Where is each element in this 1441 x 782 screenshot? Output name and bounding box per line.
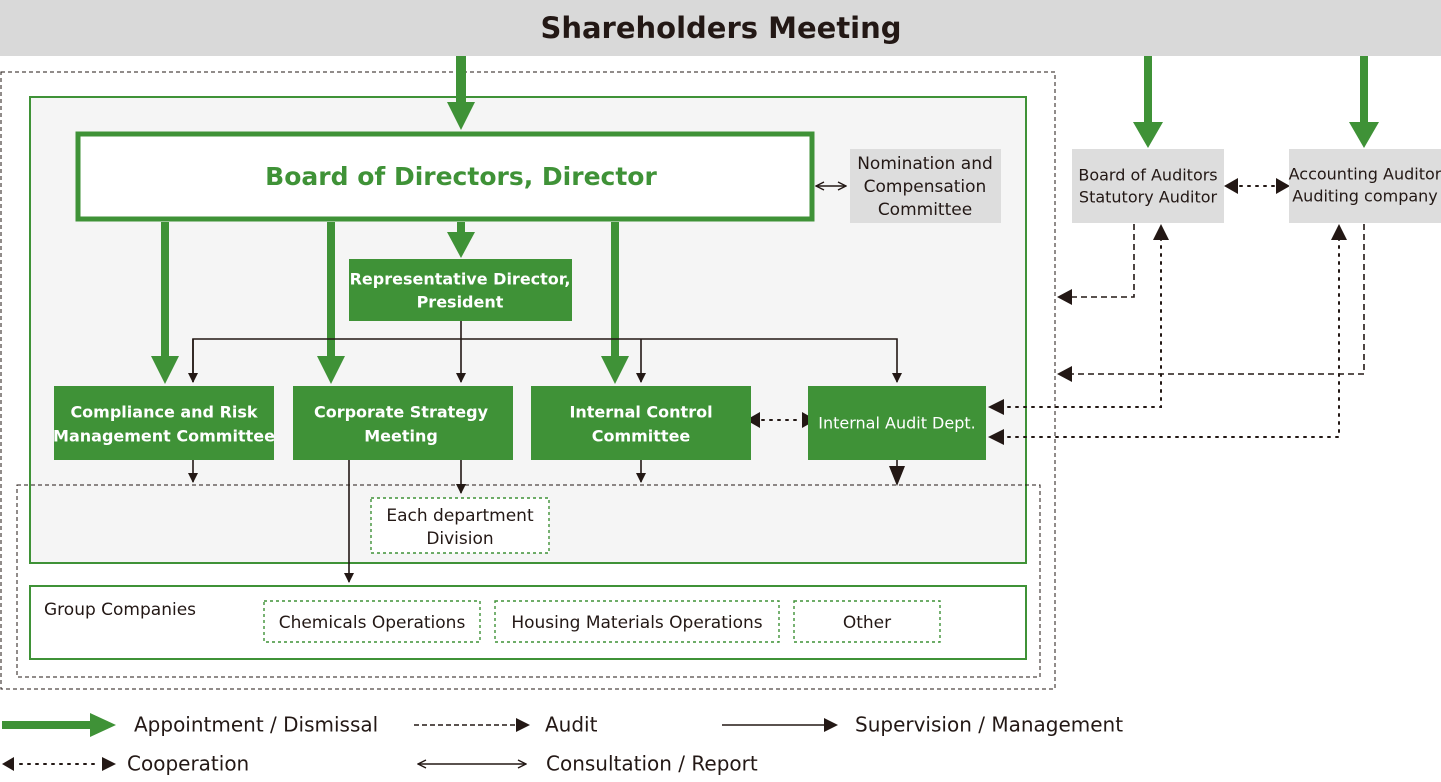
appointment-arrows	[151, 56, 1379, 384]
legend-audit-arrowhead	[516, 718, 530, 732]
internal-audit-box	[808, 386, 986, 460]
company-boundary	[0, 71, 1056, 690]
legend-audit-label: Audit	[545, 713, 598, 737]
auditors-label-2: Statutory Auditor	[1079, 188, 1218, 207]
chemicals-box	[263, 600, 481, 643]
board-of-directors-box	[75, 131, 815, 222]
housing-label: Housing Materials Operations	[511, 613, 762, 633]
strategy-label-1: Corporate Strategy	[314, 403, 489, 422]
internal-audit-label: Internal Audit Dept.	[818, 414, 975, 433]
each-department-box	[370, 497, 550, 554]
president-label-1: Representative Director,	[350, 270, 571, 289]
housing-box	[494, 600, 780, 643]
president-label-2: President	[417, 293, 504, 312]
internal-control-label-2: Committee	[592, 427, 691, 446]
legend: Appointment / Dismissal Audit Supervisio…	[2, 713, 1123, 776]
compliance-label-2: Management Committee	[53, 427, 275, 446]
legend-cooperation-arrowhead-right	[102, 757, 116, 771]
legend-supervision-label: Supervision / Management	[855, 713, 1123, 737]
compliance-committee-box	[54, 386, 274, 460]
board-of-directors-label: Board of Directors, Director	[265, 162, 657, 191]
legend-cooperation-label: Cooperation	[127, 752, 249, 776]
cooperation-arrows	[761, 185, 1340, 438]
shareholders-meeting-title: Shareholders Meeting	[540, 11, 901, 45]
nomination-label-2: Compensation	[864, 177, 987, 197]
legend-appointment-label: Appointment / Dismissal	[134, 713, 378, 737]
accounting-label-2: Auditing company	[1292, 187, 1438, 206]
internal-control-box	[531, 386, 751, 460]
group-companies-label: Group Companies	[44, 600, 196, 620]
strategy-label-2: Meeting	[364, 427, 438, 446]
shareholders-header	[0, 0, 1441, 56]
other-box	[793, 600, 941, 643]
accounting-auditor-box	[1289, 149, 1441, 223]
department-label-2: Division	[426, 529, 493, 549]
audit-scope-boundary	[16, 484, 1041, 678]
auditors-label-1: Board of Auditors	[1078, 166, 1217, 185]
board-of-auditors-box	[1072, 149, 1224, 223]
legend-appointment-arrowhead	[90, 713, 116, 737]
internal-control-label-1: Internal Control	[569, 403, 712, 422]
corporate-strategy-box	[293, 386, 513, 460]
legend-consultation-label: Consultation / Report	[546, 752, 758, 776]
nomination-label-3: Committee	[878, 200, 972, 220]
other-label: Other	[843, 613, 891, 633]
audit-arrowheads	[889, 289, 1072, 486]
accounting-label-1: Accounting Auditor	[1289, 165, 1441, 184]
chemicals-label: Chemicals Operations	[279, 613, 466, 633]
compliance-label-1: Compliance and Risk	[70, 403, 257, 422]
legend-cooperation-arrowhead-left	[2, 757, 14, 771]
department-label-1: Each department	[386, 506, 534, 526]
supervision-lines	[188, 321, 902, 583]
nomination-committee-box	[850, 149, 1001, 223]
nomination-label-1: Nomination and	[857, 154, 993, 174]
legend-supervision-arrowhead	[824, 718, 838, 732]
audit-arrows	[1072, 224, 1365, 375]
president-box	[349, 259, 572, 321]
